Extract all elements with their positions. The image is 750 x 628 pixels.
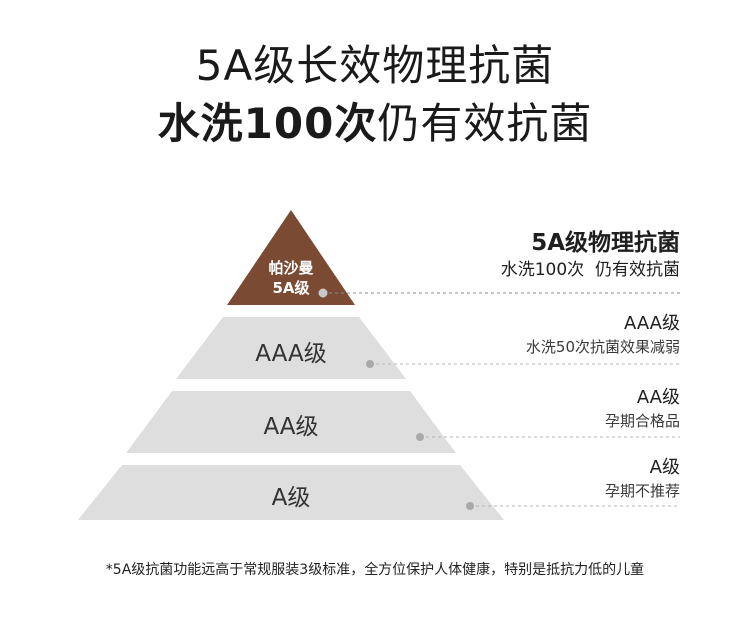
pyramid-tier-a <box>78 465 504 520</box>
legend-top-desc: 水洗100次 仍有效抗菌 <box>500 260 680 280</box>
leader-dot-top <box>318 288 328 298</box>
headline-normal-part: 仍有效抗菌 <box>377 99 593 148</box>
pyramid-tier-a-label: A级 <box>271 485 311 511</box>
legend-a-title: A级 <box>649 457 680 478</box>
legend-top-title: 5A级物理抗菌 <box>531 230 680 256</box>
headline-line-1: 5A级长效物理抗菌 <box>195 41 555 90</box>
leader-dot-a <box>466 502 474 510</box>
pyramid-tier-aaa <box>176 317 406 379</box>
headline-bold-part: 水洗100次 <box>157 99 378 148</box>
footnote: *5A级抗菌功能远高于常规服装3级标准，全方位保护人体健康，特别是抵抗力低的儿童 <box>105 562 645 578</box>
legend-aa-desc: 孕期合格品 <box>604 412 680 430</box>
legend-a-desc: 孕期不推荐 <box>604 482 680 500</box>
pyramid-tier-aa <box>126 391 456 453</box>
pyramid-tier-aa-label: AA级 <box>263 414 319 440</box>
legend-aaa-title: AAA级 <box>624 313 680 334</box>
pyramid-top-label: 帕沙曼 5A级 <box>251 258 331 298</box>
pyramid-top-brand: 帕沙曼 <box>268 259 314 277</box>
legend-aaa: AAA级 水洗50次抗菌效果减弱 <box>380 312 680 358</box>
pyramid-top-grade: 5A级 <box>272 279 310 297</box>
legend-aaa-desc: 水洗50次抗菌效果减弱 <box>525 338 680 356</box>
pyramid-tier-aaa-label: AAA级 <box>255 341 327 367</box>
leader-dot-aa <box>416 433 424 441</box>
legend-a: A级 孕期不推荐 <box>380 456 680 502</box>
headline-line-2: 水洗100次仍有效抗菌 <box>0 98 750 150</box>
legend-top: 5A级物理抗菌 水洗100次 仍有效抗菌 <box>360 228 680 282</box>
pyramid-top-tier <box>227 210 355 305</box>
leader-dot-aaa <box>366 360 374 368</box>
legend-aa: AA级 孕期合格品 <box>380 386 680 432</box>
legend-aa-title: AA级 <box>636 387 680 408</box>
